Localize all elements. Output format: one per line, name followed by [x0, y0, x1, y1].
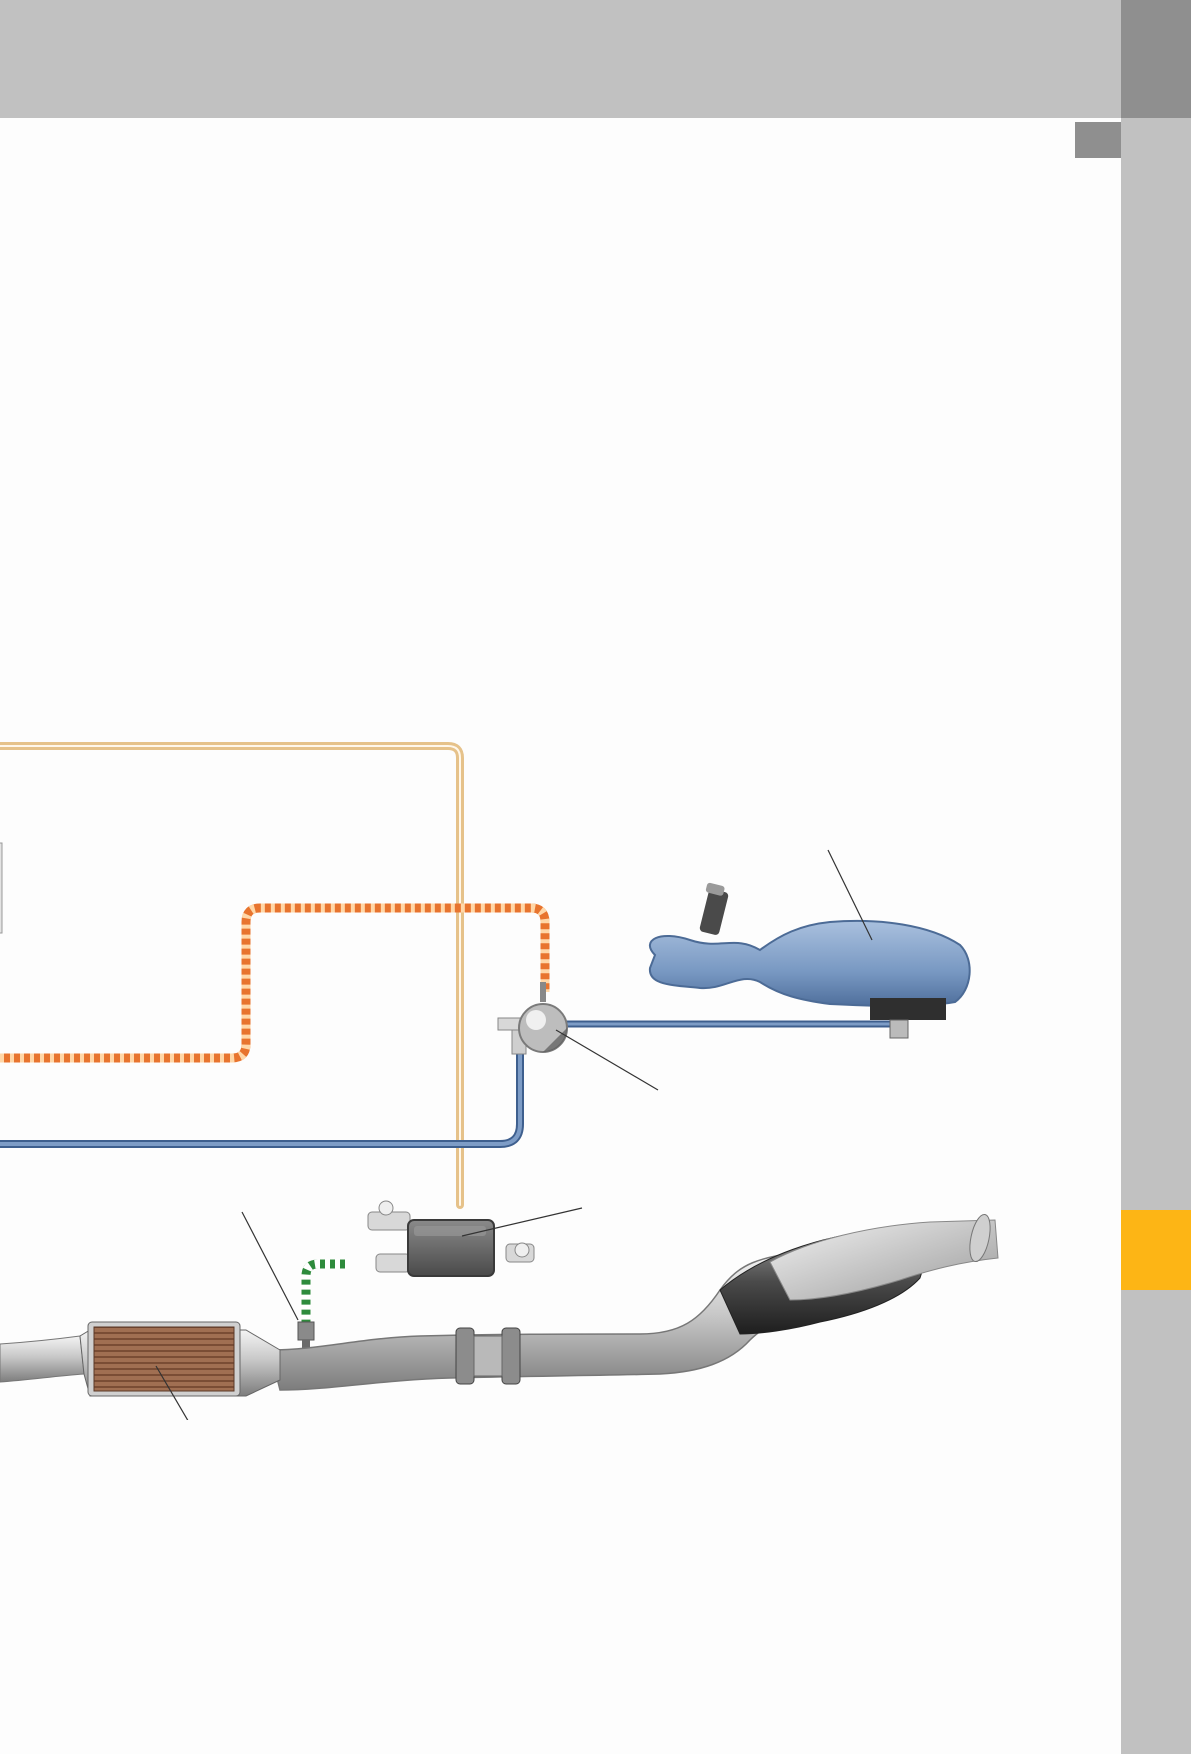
control-unit-icon: [367, 1200, 535, 1277]
header-corner-block: [1121, 0, 1191, 118]
pump-icon: [497, 982, 568, 1055]
tank-icon: [648, 882, 971, 1039]
callout-lines: [155, 849, 873, 1420]
exhaust-pipe-icon: [0, 1213, 999, 1391]
header-tab-marker: [1075, 122, 1121, 158]
chapter-marker: [1121, 1210, 1191, 1290]
supply-line: [0, 742, 464, 1209]
heated-line: [0, 903, 550, 1063]
header-bar: [0, 0, 1121, 118]
side-strip: [1121, 118, 1191, 1754]
sensor-icon: [297, 1259, 350, 1354]
catalyst-icon: [79, 1321, 281, 1397]
partial-component: [0, 842, 3, 934]
exhaust-aftertreatment-diagram: [0, 742, 999, 1420]
reducing-agent-line: [0, 1020, 890, 1148]
